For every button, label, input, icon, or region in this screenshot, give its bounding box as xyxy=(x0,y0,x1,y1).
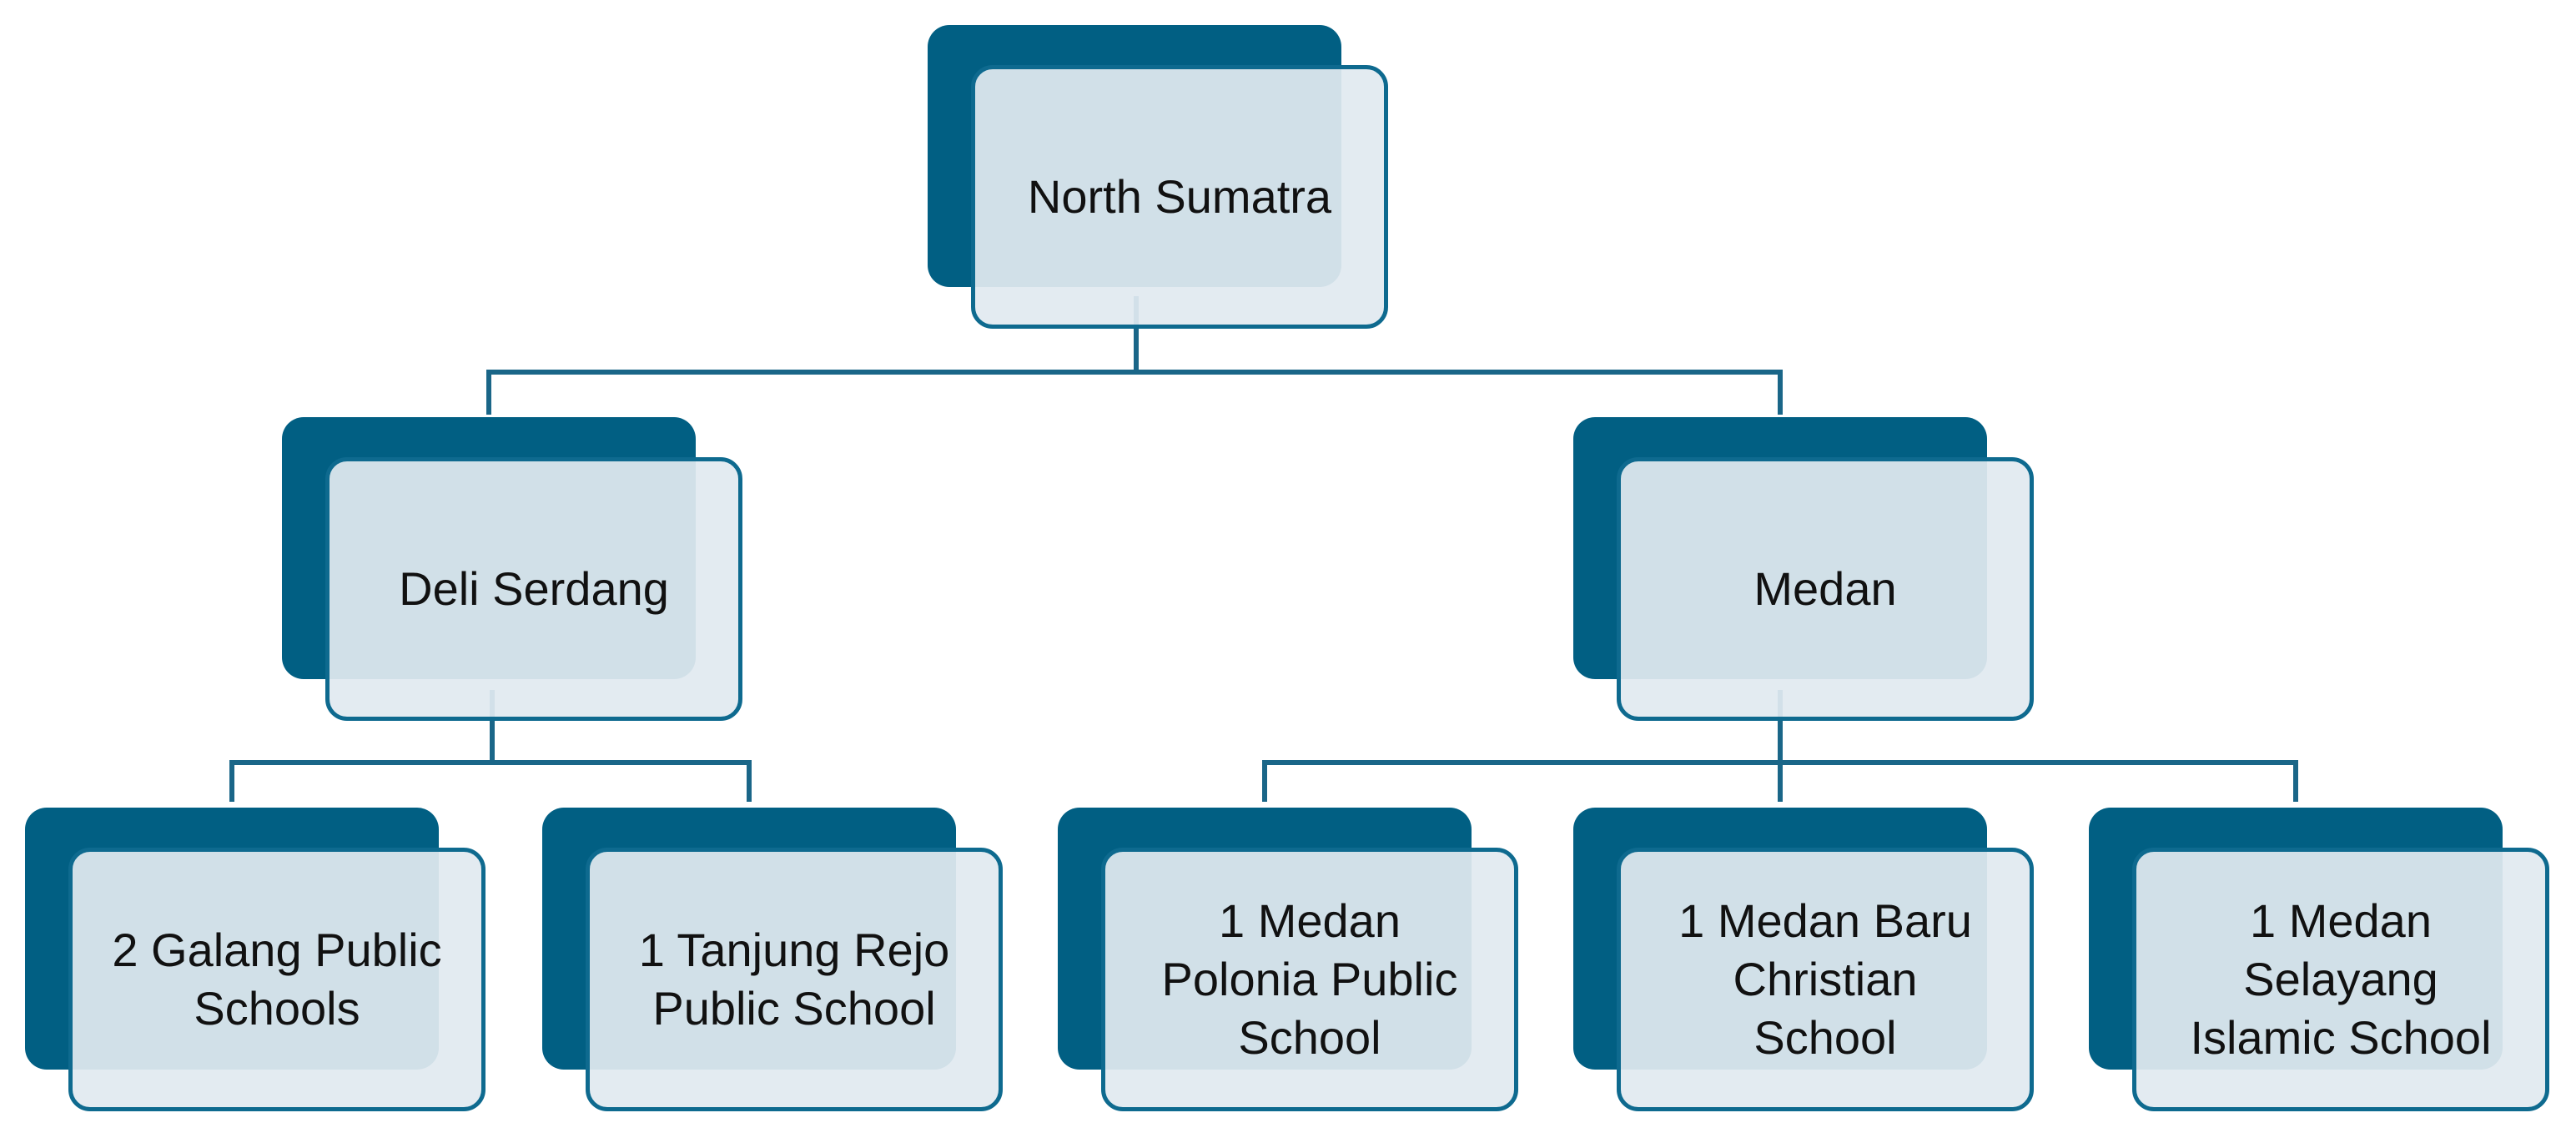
node-front-card: 1 Medan Selayang Islamic School xyxy=(2132,848,2549,1111)
node-label: 1 Medan Baru Christian School xyxy=(1678,894,1972,1064)
node-label: 2 Galang Public Schools xyxy=(112,924,442,1035)
node-front-card: Deli Serdang xyxy=(325,457,742,721)
node-front-card: 1 Tanjung Rejo Public School xyxy=(586,848,1003,1111)
node-label: North Sumatra xyxy=(1027,170,1332,223)
node-front-card: Medan xyxy=(1617,457,2034,721)
node-front-card: North Sumatra xyxy=(971,65,1388,329)
node-medan-polonia-public-school: 1 Medan Polonia Public School xyxy=(1058,808,1518,1111)
node-north-sumatra: North Sumatra xyxy=(928,25,1388,329)
node-label: 1 Medan Polonia Public School xyxy=(1161,894,1458,1064)
connector-medan-to-schools xyxy=(1262,690,2298,802)
node-medan: Medan xyxy=(1573,417,2034,721)
node-medan-baru-christian-school: 1 Medan Baru Christian School xyxy=(1573,808,2034,1111)
connector-deli-serdang-to-schools xyxy=(229,690,752,802)
node-front-card: 1 Medan Polonia Public School xyxy=(1101,848,1518,1111)
node-tanjung-rejo-public-school: 1 Tanjung Rejo Public School xyxy=(542,808,1003,1111)
node-label: 1 Tanjung Rejo Public School xyxy=(638,924,950,1035)
node-label: Medan xyxy=(1753,562,1897,615)
node-label: 1 Medan Selayang Islamic School xyxy=(2190,894,2492,1064)
node-front-card: 1 Medan Baru Christian School xyxy=(1617,848,2034,1111)
node-front-card: 2 Galang Public Schools xyxy=(68,848,486,1111)
node-galang-public-schools: 2 Galang Public Schools xyxy=(25,808,486,1111)
node-deli-serdang: Deli Serdang xyxy=(282,417,742,721)
node-medan-selayang-islamic-school: 1 Medan Selayang Islamic School xyxy=(2089,808,2549,1111)
connector-root-to-level1 xyxy=(486,296,1783,415)
node-label: Deli Serdang xyxy=(399,562,669,615)
